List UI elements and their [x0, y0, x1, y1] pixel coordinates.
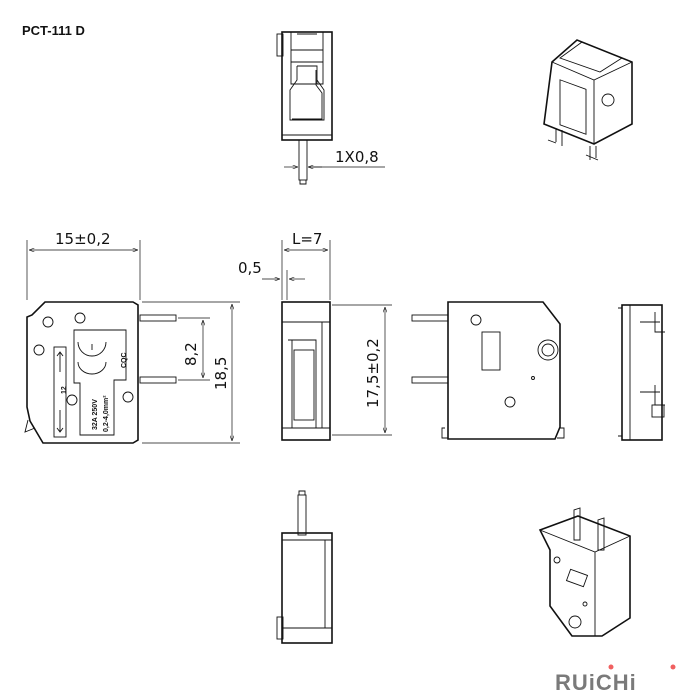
- pin-pitch-dimension: 8,2: [182, 342, 200, 366]
- isometric-view-top: [543, 39, 633, 161]
- rating-mark: 32A 250V: [92, 399, 99, 430]
- bottom-view: [276, 490, 333, 644]
- edge-view: [618, 304, 665, 441]
- top-view: 1X0,8: [276, 31, 385, 185]
- back-view: [411, 301, 565, 440]
- isometric-view-bottom: [538, 507, 631, 637]
- length-dimension: L=7: [292, 230, 322, 248]
- wire-range-mark: 0,2-4,0mm²: [103, 395, 110, 432]
- ruichi-logo: RUiCHi: [555, 664, 676, 695]
- pin-size-dimension: 1X0,8: [335, 148, 379, 166]
- height-dimension: 18,5: [212, 357, 230, 390]
- cert-mark: CQC: [121, 352, 128, 368]
- product-title: PCT-111 D: [22, 23, 85, 38]
- strip-length-mark: 12: [61, 386, 68, 394]
- offset-dimension: 0,5: [238, 259, 262, 277]
- front-view: 12 32A 250V 0,2-4,0mm² CQC 15±0,2 8,2 18…: [24, 230, 240, 444]
- side-view: L=7 0,5 17,5±0,2: [238, 230, 392, 441]
- inner-height-dimension: 17,5±0,2: [364, 338, 382, 408]
- width-dimension: 15±0,2: [55, 230, 111, 248]
- logo-text: RUiCHi: [555, 670, 637, 695]
